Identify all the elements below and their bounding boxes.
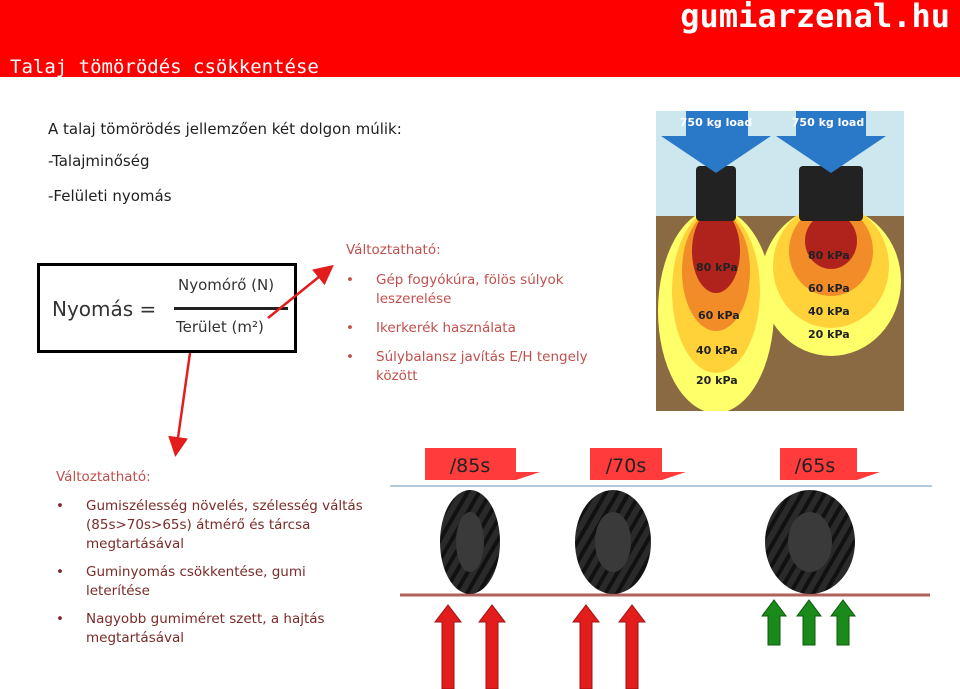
changeable-title-top: Változtatható:: [346, 242, 441, 258]
tire-icon: [696, 166, 736, 221]
zone-label: 80 kPa: [808, 249, 850, 262]
pressure-arrow-icon: [619, 605, 645, 689]
zone-label: 60 kPa: [698, 309, 740, 322]
pressure-arrow-icon: [831, 600, 855, 645]
zone-label: 40 kPa: [808, 305, 850, 318]
zone-label: 80 kPa: [696, 261, 738, 274]
zone-label: 20 kPa: [808, 328, 850, 341]
tire-series-label: /85s: [450, 455, 490, 477]
pressure-arrow-icon: [435, 605, 461, 689]
changeable-title-bottom: Változtatható:: [56, 469, 151, 485]
list-item: •Gép fogyókúra, fölös súlyok leszerelése: [346, 271, 616, 309]
list-item: •Ikerkerék használata: [346, 319, 616, 338]
soil-pressure-image: 750 kg load 750 kg load 80 kPa 60 kPa 40…: [656, 111, 904, 411]
pressure-arrow-icon: [479, 605, 505, 689]
list-item: •Nagyobb gumiméret szett, a hajtás megta…: [56, 610, 366, 648]
zone-label: 20 kPa: [696, 374, 738, 387]
arrow-to-top-list: [268, 268, 330, 318]
list-item: •Guminyomás csökkentése, gumi leterítése: [56, 563, 366, 601]
list-item: •Súlybalansz javítás E/H tengely között: [346, 348, 616, 386]
pressure-arrow-icon: [573, 605, 599, 689]
tire-series-label: /70s: [606, 455, 646, 477]
arrow-to-bottom-list: [176, 353, 190, 452]
load-label: 750 kg load: [792, 116, 864, 129]
pressure-arrow-icon: [762, 600, 786, 645]
changeable-list-bottom: •Gumiszélesség növelés, szélesség váltás…: [56, 497, 366, 657]
tire-comparison-graphic: /85s /70s /65s: [380, 440, 940, 689]
changeable-list-top: •Gép fogyókúra, fölös súlyok leszerelése…: [346, 271, 616, 396]
load-label: 750 kg load: [680, 116, 752, 129]
pressure-arrow-icon: [797, 600, 821, 645]
tire-icon: [799, 166, 863, 221]
zone-label: 40 kPa: [696, 344, 738, 357]
zone-label: 60 kPa: [808, 282, 850, 295]
list-item: •Gumiszélesség növelés, szélesség váltás…: [56, 497, 366, 554]
tire-series-label: /65s: [795, 455, 835, 477]
